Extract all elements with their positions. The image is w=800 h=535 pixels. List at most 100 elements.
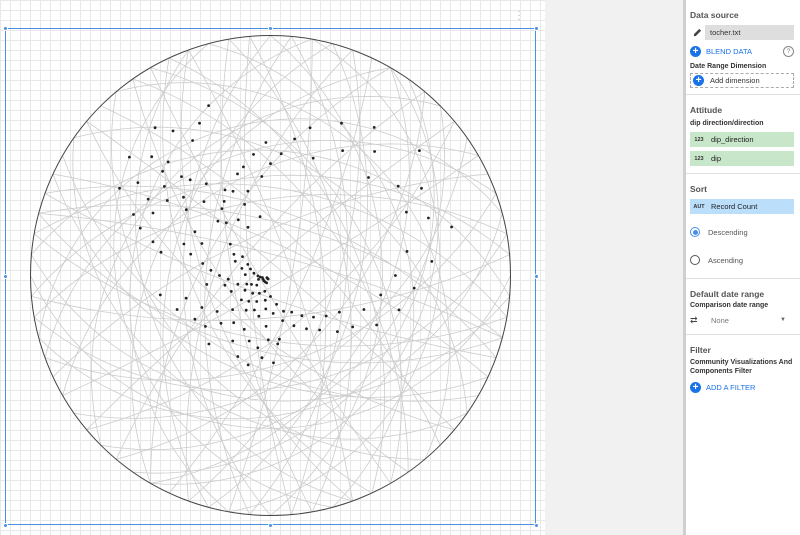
pole-point bbox=[293, 137, 296, 141]
metric-chip-dip-direction[interactable]: 123 dip_direction bbox=[690, 132, 794, 147]
pole-point bbox=[244, 308, 248, 312]
resize-handle-left[interactable] bbox=[3, 274, 8, 279]
pole-point bbox=[232, 321, 236, 325]
great-circle-arc bbox=[33, 194, 508, 318]
blend-data-button[interactable]: + BLEND DATA ? bbox=[690, 43, 794, 59]
pole-point bbox=[265, 281, 268, 285]
filter-section: Filter Community Visualizations And Comp… bbox=[686, 335, 800, 395]
pole-point bbox=[193, 230, 197, 234]
pole-point bbox=[255, 283, 259, 287]
stereonet-chart[interactable] bbox=[0, 0, 545, 535]
number-type-icon: 123 bbox=[694, 155, 704, 162]
pole-point bbox=[266, 277, 270, 281]
chart-more-options-icon[interactable]: ··· bbox=[517, 6, 521, 25]
resize-handle-right[interactable] bbox=[534, 274, 539, 279]
pole-point bbox=[252, 153, 255, 156]
comparison-date-range-label: Comparison date range bbox=[690, 302, 769, 309]
resize-handle-top[interactable] bbox=[268, 26, 273, 31]
metric-chip-dip[interactable]: 123 dip bbox=[690, 151, 794, 166]
great-circle-arc bbox=[220, 39, 313, 513]
pole-point bbox=[180, 175, 183, 179]
great-circle-arc bbox=[86, 121, 455, 431]
number-type-icon: 123 bbox=[694, 136, 704, 143]
pole-point bbox=[127, 155, 131, 159]
resize-handle-top-left[interactable] bbox=[3, 26, 8, 31]
great-circle-arc bbox=[33, 233, 508, 347]
data-source-section: Data source tocher.txt + BLEND DATA ? Da… bbox=[686, 0, 800, 95]
pole-point bbox=[188, 178, 192, 182]
data-source-row[interactable]: tocher.txt bbox=[690, 25, 794, 40]
pole-point bbox=[201, 262, 205, 265]
great-circle-arc bbox=[168, 57, 386, 494]
great-circle-arc bbox=[90, 95, 441, 446]
sort-field-chip[interactable]: AUT Record Count bbox=[690, 199, 794, 214]
great-circle-arc bbox=[168, 57, 373, 494]
great-circle-arc bbox=[86, 120, 455, 431]
pole-point bbox=[228, 242, 232, 246]
ascending-label: Ascending bbox=[708, 255, 744, 265]
great-circle-arc bbox=[73, 126, 468, 414]
plus-icon: + bbox=[690, 45, 701, 57]
pole-point bbox=[242, 327, 246, 331]
great-circle-arc bbox=[162, 43, 333, 508]
great-circle-arc bbox=[113, 43, 333, 508]
pole-point bbox=[341, 149, 344, 153]
pole-point bbox=[256, 274, 260, 278]
resize-handle-bottom[interactable] bbox=[268, 523, 273, 528]
great-circle-arc bbox=[132, 78, 409, 473]
pole-point bbox=[292, 324, 296, 328]
pole-point bbox=[243, 288, 247, 292]
great-circle-arc bbox=[150, 67, 391, 484]
pole-point bbox=[189, 252, 193, 256]
great-circle-arc bbox=[52, 173, 489, 378]
great-circle-arc bbox=[228, 38, 352, 513]
pole-point bbox=[222, 200, 226, 203]
data-source-name[interactable]: tocher.txt bbox=[705, 25, 794, 40]
pole-point bbox=[276, 342, 280, 346]
great-circle-arc bbox=[116, 91, 426, 460]
pole-point bbox=[290, 310, 294, 314]
sort-ascending-radio[interactable]: Ascending bbox=[690, 246, 794, 274]
great-circle-arc bbox=[38, 213, 503, 364]
pole-point bbox=[202, 200, 206, 204]
pole-point bbox=[311, 156, 315, 160]
comparison-date-range-select[interactable]: ⇄ None ▼ bbox=[690, 312, 794, 328]
pole-point bbox=[220, 207, 224, 211]
pole-point bbox=[223, 283, 227, 287]
great-circle-arc bbox=[31, 254, 510, 321]
add-filter-button[interactable]: + ADD A FILTER bbox=[690, 379, 794, 395]
pole-point bbox=[231, 189, 235, 193]
pole-point bbox=[260, 356, 264, 360]
pole-point bbox=[232, 252, 236, 256]
pole-point bbox=[184, 296, 188, 300]
auto-type-icon: AUT bbox=[693, 203, 705, 210]
radio-unselected-icon bbox=[690, 255, 700, 265]
resize-handle-bottom-right[interactable] bbox=[534, 523, 539, 528]
great-circle-arc bbox=[111, 91, 425, 460]
great-circle-arc bbox=[72, 137, 468, 440]
pencil-icon[interactable] bbox=[690, 25, 705, 40]
pole-point bbox=[204, 325, 207, 328]
pole-point bbox=[264, 324, 268, 328]
pole-point bbox=[171, 129, 175, 133]
pole-point bbox=[272, 361, 275, 365]
great-circle-arc bbox=[150, 67, 391, 484]
pole-point bbox=[258, 275, 262, 279]
resize-handle-top-right[interactable] bbox=[534, 26, 539, 31]
pole-point bbox=[279, 152, 283, 156]
pole-point bbox=[255, 300, 259, 303]
compare-arrows-icon: ⇄ bbox=[690, 314, 698, 325]
pole-point bbox=[256, 346, 260, 350]
help-icon[interactable]: ? bbox=[783, 45, 794, 57]
panel-divider[interactable] bbox=[683, 0, 686, 535]
pole-point bbox=[397, 308, 401, 312]
pole-point bbox=[236, 282, 240, 286]
sort-descending-radio[interactable]: Descending bbox=[690, 218, 794, 246]
pole-point bbox=[153, 126, 157, 130]
resize-handle-bottom-left[interactable] bbox=[3, 523, 8, 528]
metric-label: dip bbox=[711, 154, 722, 163]
add-dimension-button[interactable]: + Add dimension bbox=[690, 73, 794, 88]
pole-point bbox=[275, 302, 278, 306]
pole-point bbox=[223, 188, 227, 192]
pole-point bbox=[150, 155, 154, 159]
